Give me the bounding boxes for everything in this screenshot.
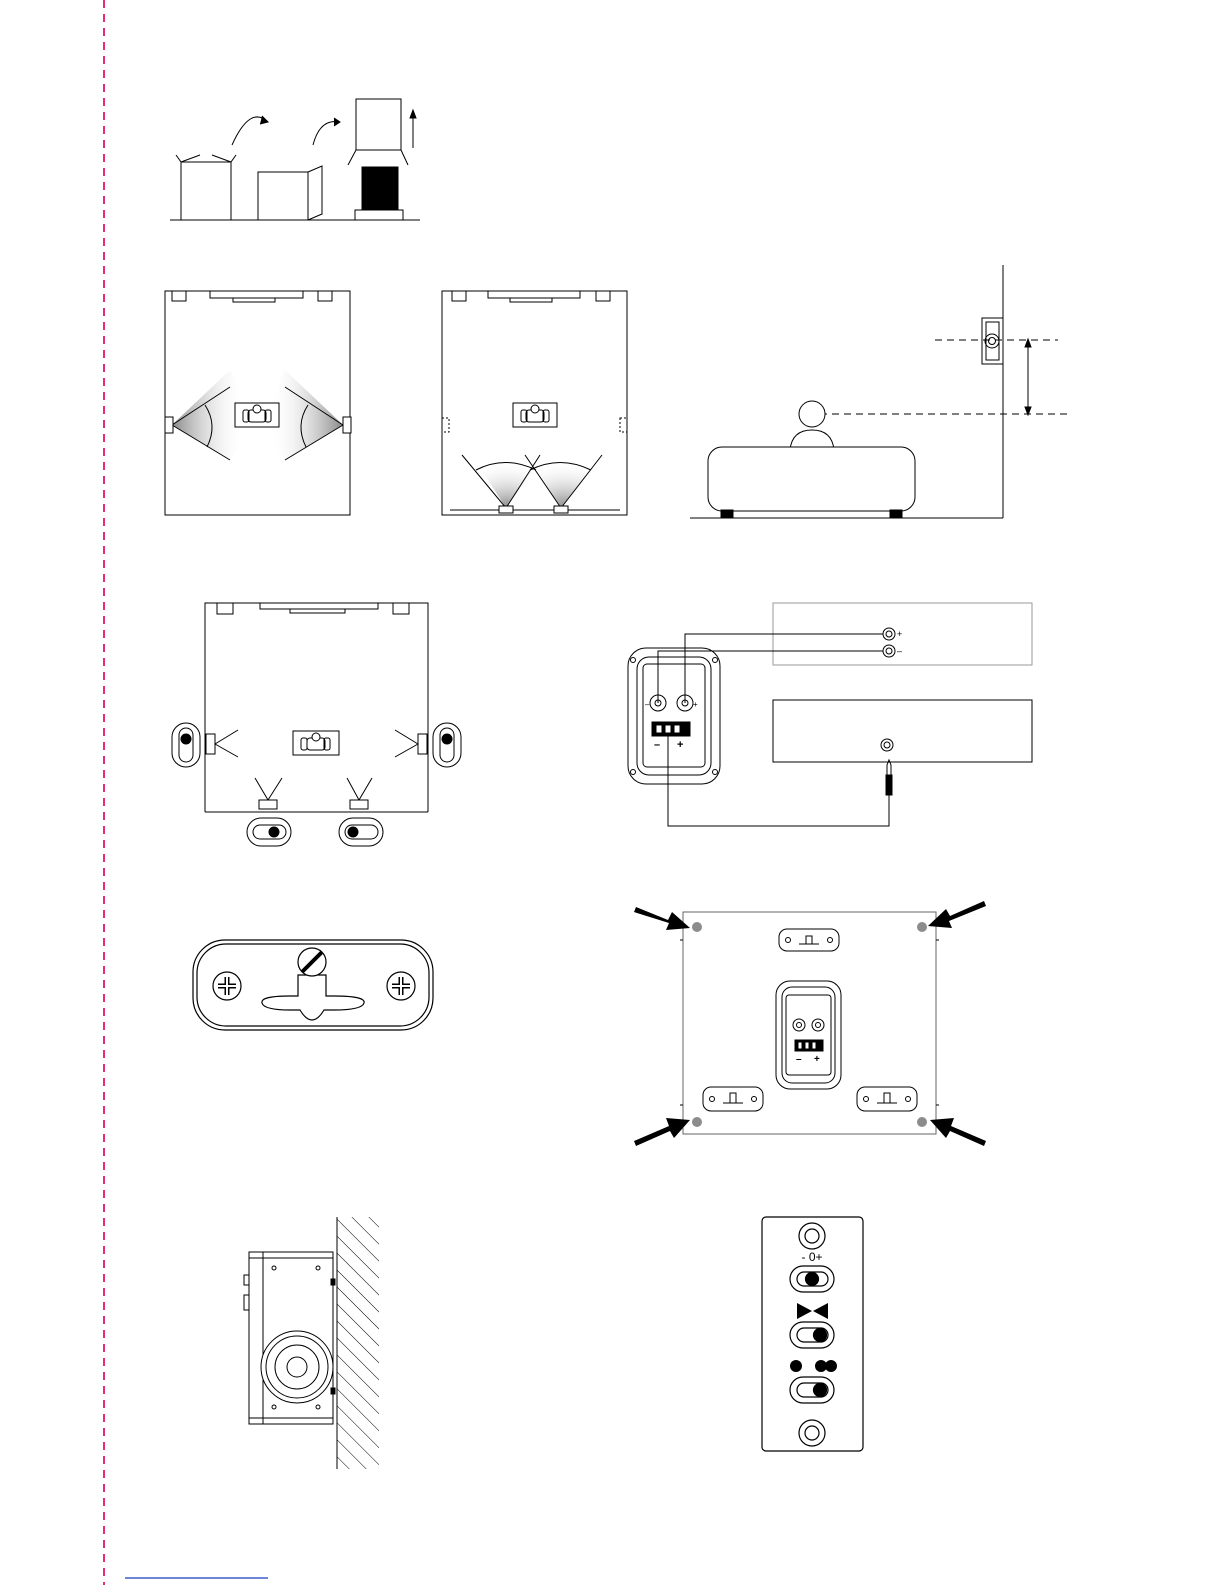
room-plan-rear-placement bbox=[442, 291, 627, 515]
switch-icon-rear-left bbox=[247, 818, 291, 846]
rear-speaker-right bbox=[554, 506, 568, 513]
room-plan-side-placement bbox=[165, 291, 351, 515]
level-switch[interactable] bbox=[790, 1266, 834, 1292]
unboxing-illustration bbox=[170, 99, 420, 220]
mode-switch[interactable] bbox=[790, 1377, 834, 1403]
woofer-icon bbox=[261, 1331, 333, 1403]
level-switch-knob bbox=[806, 1273, 819, 1286]
single-dot-icon bbox=[790, 1360, 802, 1372]
rubber-foot bbox=[692, 1117, 702, 1127]
receiver-box bbox=[773, 700, 1032, 762]
keyhole-bracket bbox=[193, 940, 433, 1030]
amp-terminal-plus: + bbox=[897, 629, 902, 639]
speaker-terminal-plus: + bbox=[677, 739, 683, 751]
rubber-foot bbox=[917, 922, 927, 932]
keyhole-bracket-top bbox=[779, 929, 839, 951]
rubber-foot bbox=[692, 922, 702, 932]
switch-icon-right-vertical bbox=[433, 723, 461, 767]
dispersion-switch-knob bbox=[814, 1329, 827, 1342]
side-speaker-right bbox=[343, 417, 351, 433]
amp-terminal-minus: – bbox=[897, 646, 902, 656]
panel-terminal-minus: – bbox=[796, 1054, 802, 1065]
level-switch-label: - 0+ bbox=[801, 1250, 822, 1264]
wiring-diagram bbox=[628, 603, 1032, 826]
listener-head bbox=[799, 401, 825, 427]
rubber-foot bbox=[917, 1117, 927, 1127]
speaker-terminal-minus-small: – bbox=[645, 700, 650, 709]
mode-switch-knob bbox=[814, 1384, 827, 1397]
keyhole-bracket-bottom-right bbox=[857, 1087, 917, 1111]
room-plan-switch-settings bbox=[172, 603, 461, 846]
sofa bbox=[708, 447, 915, 511]
speaker-terminal-plus-small: + bbox=[693, 700, 698, 709]
panel-terminal-plus: + bbox=[814, 1054, 820, 1065]
mounting-height-diagram bbox=[690, 265, 1072, 518]
switch-icon-left-vertical bbox=[172, 723, 200, 767]
keyhole-bracket-bottom-left bbox=[703, 1087, 763, 1111]
speaker-back-panel bbox=[680, 912, 939, 1134]
switch-icon-rear-right bbox=[339, 818, 383, 846]
speaker-terminal-minus: – bbox=[654, 739, 660, 751]
dispersion-switch[interactable] bbox=[790, 1322, 834, 1348]
rear-speaker-left bbox=[499, 506, 513, 513]
side-speaker-left bbox=[165, 417, 173, 433]
wall-mount-side-view bbox=[244, 1217, 379, 1469]
wall-hatch bbox=[337, 1217, 379, 1469]
